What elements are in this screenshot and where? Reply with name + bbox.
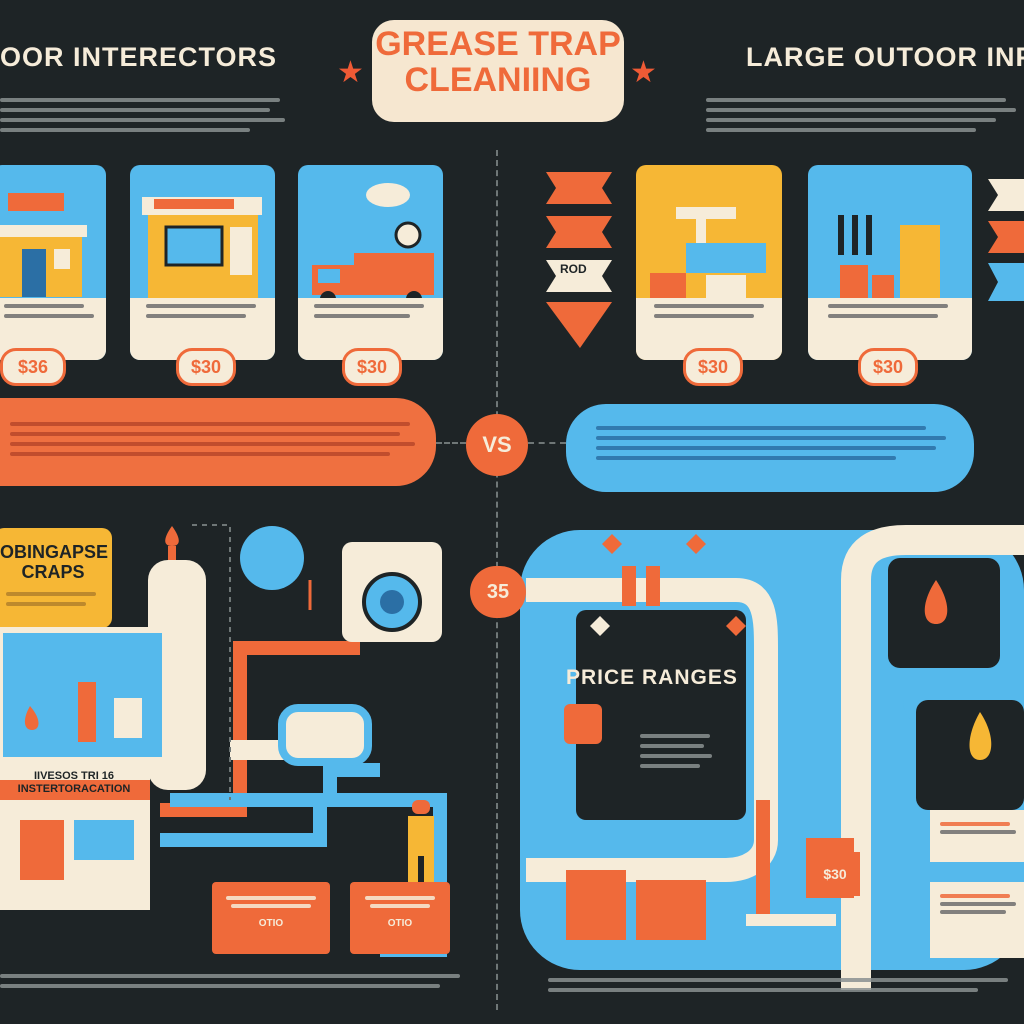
- card-price: $30: [176, 348, 236, 386]
- card-price: $36: [0, 348, 66, 386]
- card-price: $30: [683, 348, 743, 386]
- indoor-summary-banner: [0, 398, 436, 486]
- cost-tag: OTIO: [212, 882, 330, 954]
- info-card: [930, 810, 1024, 862]
- building-sign: IIVESOS TRI 16 INSTERTORACATION: [17, 770, 131, 795]
- outdoor-summary-banner: [566, 404, 974, 492]
- page-title-line2: CLEANIING: [404, 61, 592, 99]
- service-card: [0, 165, 106, 360]
- page-title-line1: GREASE TRAP: [375, 25, 621, 63]
- info-card: [930, 882, 1024, 958]
- process-arrow-tags: [546, 172, 612, 348]
- star-icon: ★: [630, 56, 657, 89]
- indoor-label-box: OBINGAPSE CRAPS: [0, 528, 112, 628]
- price-ranges-heading: PRICE RANGES: [566, 666, 738, 689]
- tools-icon: [838, 215, 940, 305]
- connector-line: [528, 442, 566, 444]
- service-card: [130, 165, 275, 360]
- cost-tag-value: OTIO: [387, 918, 413, 929]
- rod-tag-label: ROD: [560, 262, 587, 276]
- footer-text-right: [548, 972, 1024, 998]
- indoor-label-text: OBINGAPSE CRAPS: [0, 542, 109, 582]
- right-arrow-tags: [988, 179, 1024, 301]
- page-title-box: GREASE TRAP CLEANIING: [372, 20, 624, 122]
- left-intro-text: [0, 92, 290, 138]
- building-icon: [142, 197, 262, 305]
- star-icon: ★: [337, 56, 364, 89]
- cost-tag: OTIO: [350, 882, 450, 954]
- right-intro-text: [706, 92, 1024, 138]
- service-card: [636, 165, 782, 360]
- footer-text-left: [0, 968, 470, 994]
- service-truck-icon: [312, 183, 434, 305]
- indoor-plumbing-diagram: [0, 524, 447, 957]
- price-ranges-list: [640, 728, 730, 774]
- storefront-icon: [0, 193, 87, 297]
- service-card: [298, 165, 443, 360]
- connector-line: [436, 442, 466, 444]
- card-price: $30: [342, 348, 402, 386]
- left-section-title: OOR INTERECTORS: [0, 42, 278, 72]
- service-card: [808, 165, 972, 360]
- card-price: $30: [858, 348, 918, 386]
- outdoor-badge: 35: [470, 566, 526, 618]
- vs-badge: VS: [466, 414, 528, 476]
- meter-price: $30: [810, 852, 860, 896]
- equipment-icon: [650, 207, 766, 305]
- cost-tag-value: OTIO: [258, 918, 284, 929]
- right-section-title: LARGE OUTOOR INPE: [746, 42, 1024, 72]
